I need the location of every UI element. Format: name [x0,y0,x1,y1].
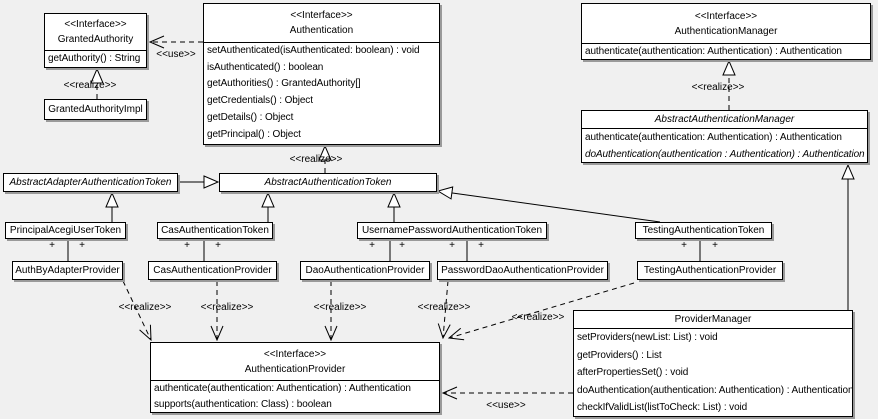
class-name: AuthenticationManager [674,25,778,37]
method: getAuthorities() : GrantedAuthority[] [207,78,361,90]
class-name: AbstractAdapterAuthenticationToken [9,177,172,188]
method: setProviders(newList: List) : void [577,332,718,343]
stereotype-label: <<Interface>> [290,10,353,21]
edge-label-use: <<use>> [486,400,526,411]
method: authenticate(authentication: Authenticat… [154,383,411,394]
class-name: AbstractAuthenticationManager [654,114,795,125]
class-authentication-provider[interactable]: <<Interface>> AuthenticationProvider aut… [150,342,440,413]
class-dao-authentication-provider[interactable]: DaoAuthenticationProvider [300,261,430,280]
method: setAuthenticated(isAuthenticated: boolea… [207,45,420,56]
class-authentication[interactable]: <<Interface>> Authentication setAuthenti… [203,3,440,145]
method: doAuthentication(authentication: Authent… [577,384,854,396]
class-name: CasAuthenticationToken [161,225,269,236]
class-name: Authentication [289,25,354,36]
association-end-plus: + [399,240,405,251]
association-end-plus: + [478,240,484,251]
class-name: PasswordDaoAuthenticationProvider [441,265,604,276]
edge-label-realize: <<realize>> [417,302,471,313]
edge-label-realize: <<realize>> [118,302,172,313]
association-end-plus: + [449,240,455,251]
class-name: UsernamePasswordAuthenticationToken [361,225,543,236]
method: getPrincipal() : Object [207,128,301,140]
association-end-plus: + [369,240,375,251]
class-name: DaoAuthenticationProvider [305,265,425,276]
association-end-plus: + [712,240,718,251]
class-name: AuthByAdapterProvider [15,265,120,276]
class-testing-authentication-token[interactable]: TestingAuthenticationToken [635,222,772,239]
edge-label-realize: <<realize>> [63,80,117,91]
class-abstract-adapter-authentication-token[interactable]: AbstractAdapterAuthenticationToken [3,173,178,192]
class-name: AuthenticationProvider [244,363,346,375]
method: authenticate(authentication: Authenticat… [585,46,842,57]
edge-label-realize: <<realize>> [691,82,745,93]
association-end-plus: + [681,240,687,251]
association-end-plus: + [49,240,55,251]
edge-realize-authbyadapterprovider [122,280,151,340]
method: getProviders() : List [577,349,662,361]
method: isAuthenticated() : boolean [207,61,324,73]
class-authentication-manager[interactable]: <<Interface>> AuthenticationManager auth… [581,3,871,60]
method: authenticate(authentication: Authenticat… [585,132,842,143]
class-name: CasAuthenticationProvider [153,265,272,276]
method: getCredentials() : Object [207,95,313,107]
method: doAuthentication(authentication : Authen… [585,149,865,161]
class-name: PrincipalAcegiUserToken [9,225,122,236]
method: getDetails() : Object [207,111,294,123]
stereotype-label: <<Interface>> [263,348,327,360]
class-auth-by-adapter-provider[interactable]: AuthByAdapterProvider [12,261,123,280]
class-cas-authentication-token[interactable]: CasAuthenticationToken [157,222,273,239]
edge-label-realize: <<realize>> [289,154,343,165]
edge-label-realize: <<realize>> [511,312,565,323]
class-username-password-authentication-token[interactable]: UsernamePasswordAuthenticationToken [357,222,547,239]
class-granted-authority[interactable]: <<Interface>> GrantedAuthority getAuthor… [44,13,147,68]
edge-label-realize: <<realize>> [313,302,367,313]
class-granted-authority-impl[interactable]: GrantedAuthorityImpl [44,99,147,120]
class-name: GrantedAuthorityImpl [48,104,143,115]
class-name: ProviderManager [674,314,752,325]
method: supports(authentication: Class) : boolea… [154,399,332,410]
stereotype-label: <<Interface>> [694,10,758,22]
class-testing-authentication-provider[interactable]: TestingAuthenticationProvider [637,261,783,280]
method: getAuthority() : String [48,53,141,64]
class-abstract-authentication-manager[interactable]: AbstractAuthenticationManager authentica… [581,110,868,163]
association-end-plus: + [184,240,190,251]
association-end-plus: + [215,240,221,251]
class-password-dao-authentication-provider[interactable]: PasswordDaoAuthenticationProvider [437,261,608,280]
class-abstract-authentication-token[interactable]: AbstractAuthenticationToken [219,173,437,192]
class-principal-acegi-user-token[interactable]: PrincipalAcegiUserToken [5,222,126,239]
edge-realize-passworddaoauthenticationprovider [443,280,448,338]
stereotype-label: <<Interface>> [64,19,127,30]
class-provider-manager[interactable]: ProviderManager setProviders(newList: Li… [573,310,854,417]
class-name: AbstractAuthenticationToken [264,177,392,188]
class-name: TestingAuthenticationProvider [643,265,777,276]
class-name: GrantedAuthority [57,34,134,45]
edge-label-use: <<use>> [156,49,196,60]
method: afterPropertiesSet() : void [577,367,689,379]
association-end-plus: + [79,240,85,251]
class-cas-authentication-provider[interactable]: CasAuthenticationProvider [148,261,277,280]
edge-generalization-testingauthenticationtoken [438,191,661,223]
edge-label-realize: <<realize>> [200,302,254,313]
method: checkIfValidList(listToCheck: List) : vo… [577,402,748,414]
class-name: TestingAuthenticationToken [642,225,765,236]
